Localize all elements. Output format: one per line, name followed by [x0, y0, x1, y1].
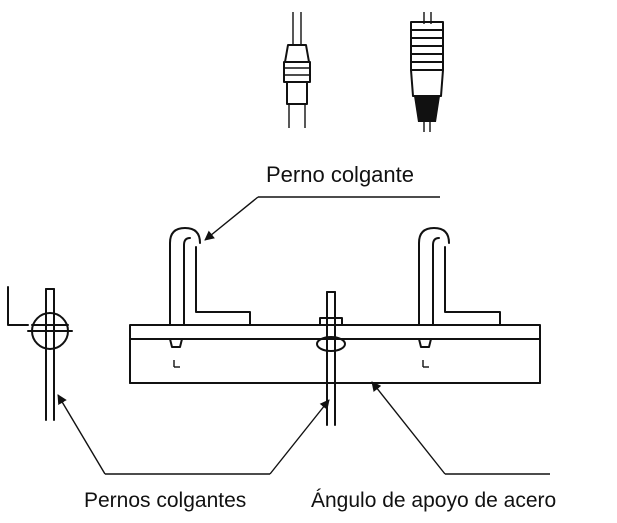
- j-hook-left: [169, 227, 251, 368]
- hanger-bolt-detail-left: [283, 12, 311, 128]
- label-hanger-bolts: Pernos colgantes: [84, 489, 246, 512]
- j-hook-right: [418, 227, 501, 368]
- leader-steel-angle: [371, 381, 550, 475]
- leader-hanger-bolts: [57, 394, 330, 475]
- hanger-bolt-detail-right: [410, 12, 444, 132]
- bolt-section-view: [7, 286, 73, 421]
- label-steel-angle: Ángulo de apoyo de acero: [311, 489, 556, 512]
- label-hanger-bolt: Perno colgante: [266, 162, 414, 187]
- center-hanger-bolt: [316, 291, 346, 426]
